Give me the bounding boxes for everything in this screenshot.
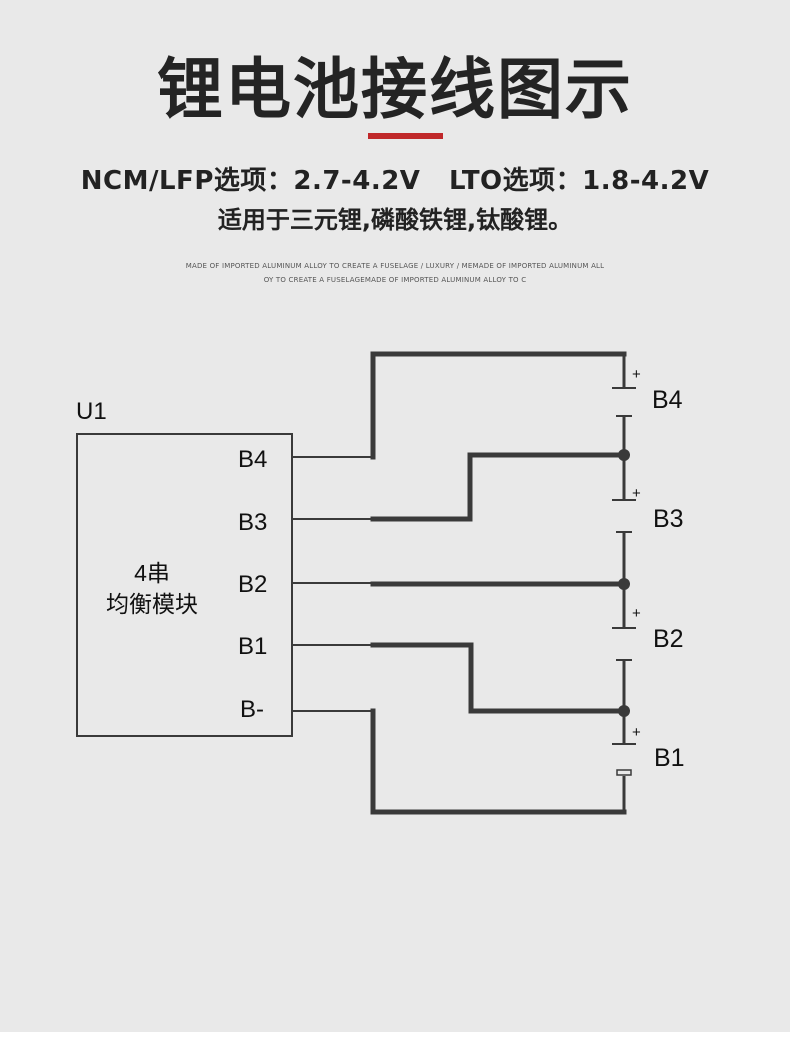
module-name-line-1: 4串 [134, 560, 170, 586]
battery-label-b4: B4 [652, 386, 683, 414]
pin-label-bminus: B- [240, 696, 264, 723]
wire-bminus [370, 708, 627, 815]
cell-b1-minus-plate [616, 769, 632, 776]
battery-label-b3: B3 [653, 505, 684, 533]
title-underline [368, 133, 443, 139]
voltage-options: NCM/LFP选项：2.7-4.2V LTO选项：1.8-4.2V [80, 166, 710, 196]
battery-label-b2: B2 [653, 625, 684, 653]
module-name-line-2: 均衡模块 [106, 591, 198, 617]
module-box [76, 433, 293, 737]
pin-label-b2: B2 [238, 571, 267, 598]
pin-label-b1: B1 [238, 633, 267, 660]
page-title: 锂电池接线图示 [157, 51, 633, 128]
wire-b3 [370, 452, 627, 522]
pin-label-b3: B3 [238, 509, 267, 536]
plus-sign-b4: + [632, 366, 641, 383]
plus-sign-b1: + [632, 724, 641, 741]
junction-dot-b3 [618, 449, 630, 461]
plus-sign-b2: + [632, 605, 641, 622]
wire-b1 [370, 642, 627, 714]
wire-b4 [370, 351, 627, 460]
fine-print-line-1: MADE OF IMPORTED ALUMINUM ALLOY TO CREAT… [185, 262, 605, 270]
usage-note: 适用于三元锂,磷酸铁锂,钛酸锂。 [217, 206, 573, 234]
junction-dot-b2 [618, 578, 630, 590]
module-ref: U1 [76, 398, 107, 425]
pin-label-b4: B4 [238, 446, 267, 473]
fine-print-line-2: OY TO CREATE A FUSELAGEMADE OF IMPORTED … [263, 276, 527, 284]
battery-label-b1: B1 [654, 744, 685, 772]
junction-dot-b1 [618, 705, 630, 717]
plus-sign-b3: + [632, 485, 641, 502]
